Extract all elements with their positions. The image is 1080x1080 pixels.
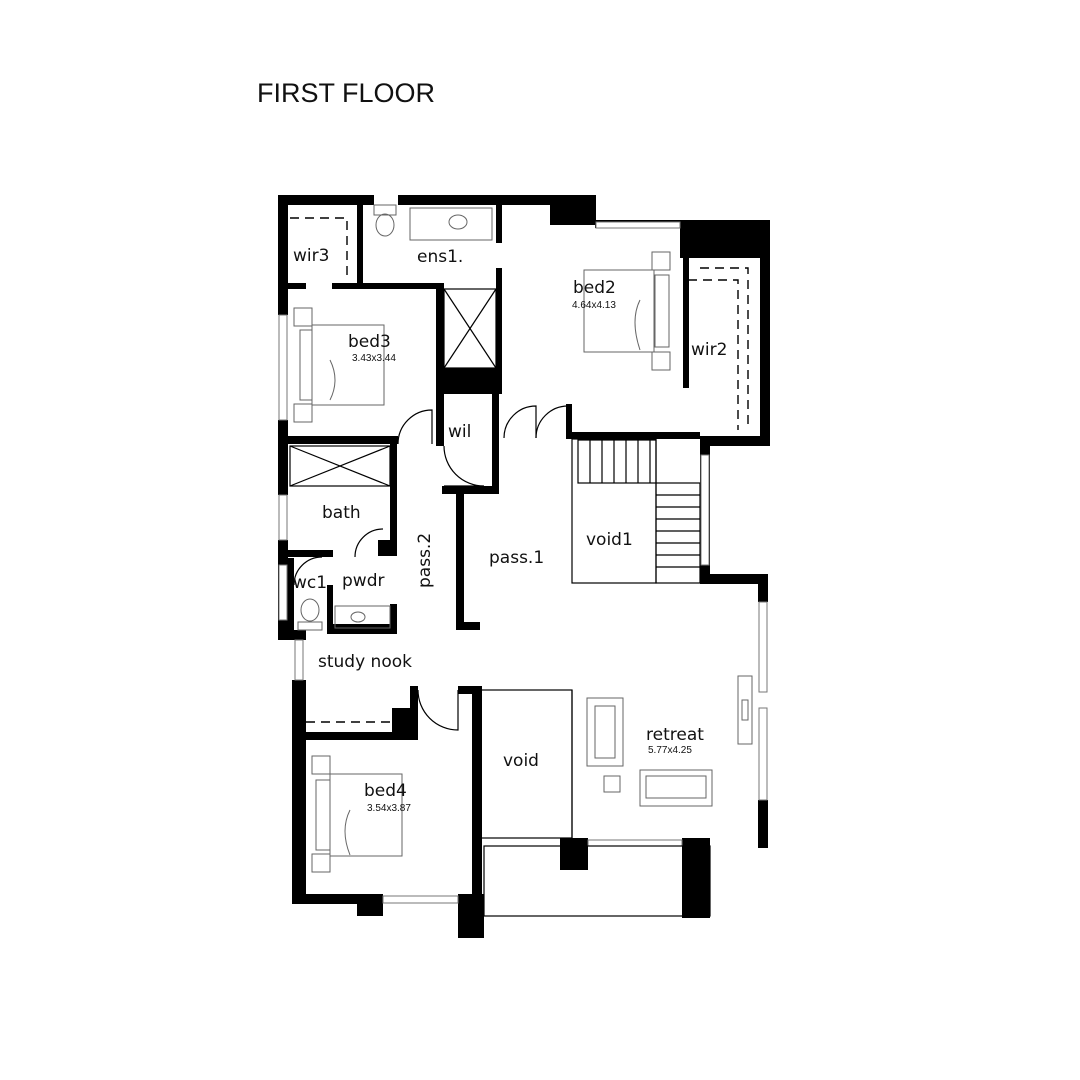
interior-walls (288, 205, 700, 740)
exterior-walls (278, 195, 770, 938)
label-wil: wil (448, 422, 471, 442)
label-void: void (503, 751, 539, 771)
beds (293, 251, 671, 873)
label-bed4: bed4 (364, 781, 407, 801)
room-labels: wir3 ens1. bed2 4.64x4.13 wir2 bed3 3.43… (293, 246, 727, 814)
label-wc1: wc1 (293, 573, 327, 593)
label-bed4-size: 3.54x3.87 (367, 803, 411, 814)
label-bath: bath (322, 503, 361, 523)
label-bed2: bed2 (573, 278, 616, 298)
robes (290, 217, 749, 723)
retreat-furniture (586, 675, 753, 807)
doors (293, 405, 569, 731)
label-bed3: bed3 (348, 332, 391, 352)
label-pass1: pass.1 (489, 548, 544, 568)
label-study-nook: study nook (318, 652, 412, 672)
label-pwdr: pwdr (342, 571, 384, 591)
fixtures (297, 204, 493, 631)
void-outlines (477, 438, 711, 917)
linen-cupboards (289, 288, 497, 487)
stairs (577, 439, 701, 584)
label-retreat-size: 5.77x4.25 (648, 745, 692, 756)
label-retreat: retreat (646, 725, 704, 745)
label-wir2: wir2 (691, 340, 727, 360)
label-pass2: pass.2 (415, 533, 435, 588)
label-ens1: ens1. (417, 247, 463, 267)
label-bed2-size: 4.64x4.13 (572, 300, 616, 311)
windows (278, 221, 768, 904)
label-bed3-size: 3.43x3.44 (352, 353, 396, 364)
label-wir3: wir3 (293, 246, 329, 266)
plan-title: FIRST FLOOR (257, 78, 436, 108)
label-void1: void1 (586, 530, 633, 550)
